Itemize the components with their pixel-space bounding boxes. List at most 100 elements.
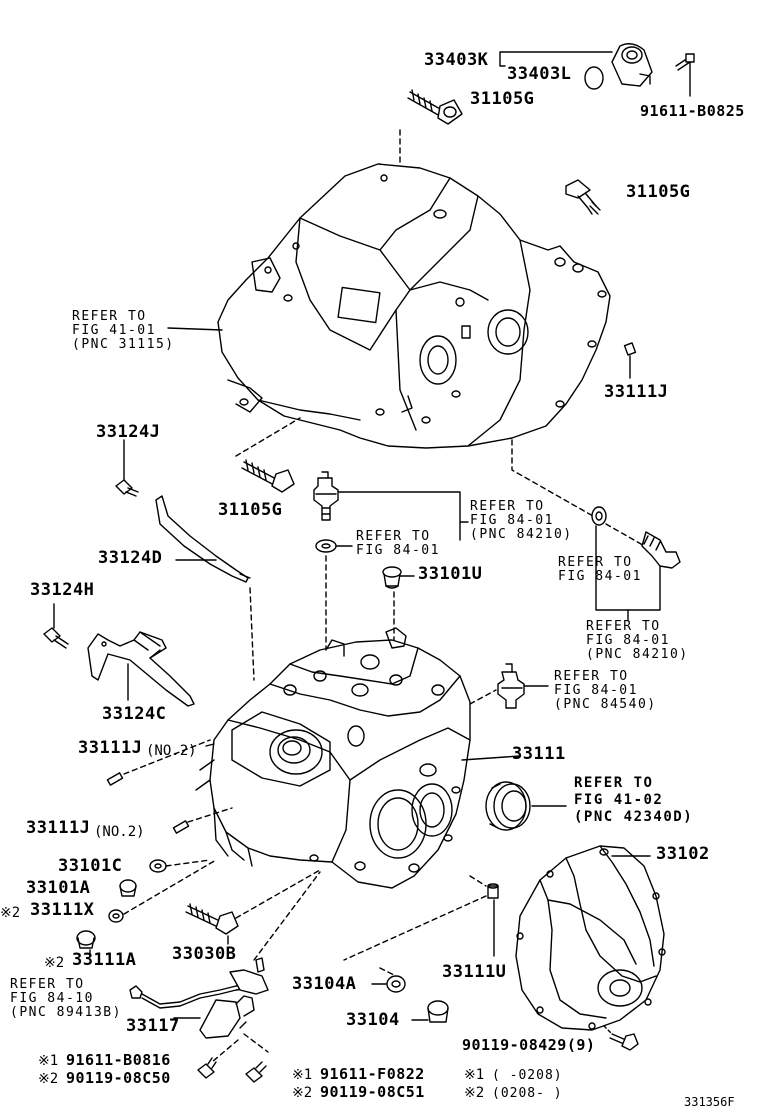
part-number-91611-B0825[interactable]: 91611-B0825	[640, 102, 745, 120]
part-number-33104A[interactable]: 33104A	[292, 974, 357, 994]
part-number-90119-08C50[interactable]: 90119-08C50	[66, 1069, 171, 1087]
bolt-91611-B0816[interactable]	[197, 1057, 217, 1079]
part-number-33124C[interactable]: 33124C	[102, 704, 167, 724]
oil-seal-42340D[interactable]	[485, 781, 531, 831]
reference-fig-41-01[interactable]: REFER TO FIG 41-01 (PNC 31115)	[72, 310, 175, 352]
part-number-33111X[interactable]: 33111X	[30, 900, 95, 920]
dash-line	[603, 1025, 613, 1035]
bolt-90119-08429[interactable]	[609, 1033, 639, 1051]
note-mark-1: ※1	[292, 1067, 313, 1083]
part-number-33117[interactable]: 33117	[126, 1016, 180, 1036]
bolt-33124J[interactable]	[115, 479, 139, 497]
part-number-33124D[interactable]: 33124D	[98, 548, 163, 568]
part-number-31105G-right[interactable]: 31105G	[626, 182, 691, 202]
ref-line: REFER TO	[574, 775, 654, 791]
switch-sensor-center[interactable]	[313, 471, 339, 521]
sensor-harness-33117[interactable]	[129, 957, 269, 1039]
leader-line	[167, 327, 223, 331]
dash-line	[235, 417, 301, 457]
part-number-33111J[interactable]: 33111J	[604, 382, 669, 402]
case-cover-33102[interactable]	[515, 845, 666, 1031]
reference-fig-84-01-e[interactable]: REFER TO FIG 84-01 (PNC 84540)	[554, 670, 657, 712]
no2-note-a: (NO.2)	[146, 743, 197, 759]
bolt-91611-F0822[interactable]	[245, 1061, 267, 1083]
dash-line	[379, 967, 397, 977]
part-number-33030B[interactable]: 33030B	[172, 944, 237, 964]
bolt-91611-B0825[interactable]	[675, 53, 695, 71]
part-number-91611-B0816[interactable]: 91611-B0816	[66, 1051, 171, 1069]
part-number-33101U[interactable]: 33101U	[418, 564, 483, 584]
note-mark-1: ※1	[38, 1053, 59, 1069]
ref-line: (PNC 84540)	[554, 697, 657, 712]
plug-33111A[interactable]	[76, 930, 96, 949]
dash-line	[235, 869, 321, 919]
plug-33101A[interactable]	[119, 879, 137, 897]
bolt-31105G-lower[interactable]	[241, 459, 295, 493]
ref-line: FIG 41-02	[574, 792, 664, 808]
gasket-33104A[interactable]	[386, 975, 406, 993]
dash-line	[187, 807, 233, 823]
pin-33111U[interactable]	[487, 883, 499, 899]
part-number-33403L[interactable]: 33403L	[507, 64, 572, 84]
bolt-33124H[interactable]	[43, 627, 69, 649]
reference-fig-84-01-a[interactable]: REFER TO FIG 84-01 (PNC 84210)	[470, 500, 573, 542]
ref-line: REFER TO	[356, 529, 431, 544]
part-number-33124J[interactable]: 33124J	[96, 422, 161, 442]
date-range-2: (0208- )	[492, 1086, 563, 1101]
part-number-31105G-top[interactable]: 31105G	[470, 89, 535, 109]
dash-line	[469, 875, 487, 887]
part-number-33102[interactable]: 33102	[656, 844, 710, 864]
leader-line	[461, 755, 521, 761]
part-number-33111[interactable]: 33111	[512, 744, 566, 764]
part-number-33403K[interactable]: 33403K	[424, 50, 489, 70]
note-mark-2: ※2	[292, 1085, 313, 1101]
part-number-33101C[interactable]: 33101C	[58, 856, 123, 876]
illustration-code: 331356F	[684, 1095, 735, 1109]
no2-note-b: (NO.2)	[94, 824, 145, 840]
reference-fig-41-02[interactable]: REFER TO FIG 41-02 (PNC 42340D)	[574, 775, 693, 826]
gasket-right[interactable]	[591, 506, 607, 526]
part-number-90119-08429[interactable]: 90119-08429(9)	[462, 1036, 596, 1054]
part-number-31105G-lower[interactable]: 31105G	[218, 500, 283, 520]
transaxle-housing-upper[interactable]	[217, 163, 611, 449]
transaxle-case-33111[interactable]	[195, 627, 471, 889]
part-number-91611-F0822[interactable]: 91611-F0822	[320, 1065, 425, 1083]
part-number-33124H[interactable]: 33124H	[30, 580, 95, 600]
pin-33111J-no2-b[interactable]	[172, 820, 190, 834]
dash-line	[605, 523, 649, 549]
reference-fig-84-01-d[interactable]: REFER TO FIG 84-01 (PNC 84210)	[586, 620, 689, 662]
plug-33101U[interactable]	[382, 566, 402, 589]
washer-33101C[interactable]	[149, 859, 167, 873]
ref-line: REFER TO	[72, 309, 147, 324]
oil-seal-33403L[interactable]	[584, 66, 604, 90]
ref-line: FIG 84-01	[586, 633, 670, 648]
pin-33111J-no2-a[interactable]	[106, 772, 124, 786]
gasket-center[interactable]	[315, 539, 337, 553]
pin-33111J-right[interactable]	[623, 342, 637, 356]
washer-33111X[interactable]	[108, 909, 124, 923]
note-mark-2: ※2	[464, 1085, 485, 1101]
part-number-90119-08C51[interactable]: 90119-08C51	[320, 1083, 425, 1101]
reference-fig-84-01-c[interactable]: REFER TO FIG 84-01	[558, 556, 642, 584]
part-number-33111A[interactable]: 33111A	[72, 950, 137, 970]
leader-line	[337, 491, 469, 541]
shift-lever-bracket[interactable]	[611, 43, 653, 87]
reference-fig-84-01-b[interactable]: REFER TO FIG 84-01	[356, 530, 440, 558]
part-number-33104[interactable]: 33104	[346, 1010, 400, 1030]
ref-line: FIG 84-01	[558, 569, 642, 584]
reference-fig-84-10[interactable]: REFER TO FIG 84-10 (PNC 89413B)	[10, 978, 122, 1020]
dash-line	[165, 859, 211, 867]
bolt-33030B[interactable]	[185, 903, 239, 935]
ref-line: FIG 84-01	[470, 513, 554, 528]
bolt-31105G-right[interactable]	[565, 179, 601, 215]
part-number-33111J-no2-a[interactable]: 33111J	[78, 738, 143, 758]
plug-33104[interactable]	[427, 1000, 449, 1023]
sensor-84540[interactable]	[497, 663, 525, 709]
part-number-33111J-no2-b[interactable]: 33111J	[26, 818, 91, 838]
bolt-31105G-top[interactable]	[407, 89, 463, 125]
part-number-33101A[interactable]: 33101A	[26, 878, 91, 898]
lever-33124C[interactable]	[87, 631, 195, 707]
speed-sensor-right[interactable]	[641, 531, 681, 569]
lever-33124D[interactable]	[155, 495, 251, 583]
part-number-33111U[interactable]: 33111U	[442, 962, 507, 982]
